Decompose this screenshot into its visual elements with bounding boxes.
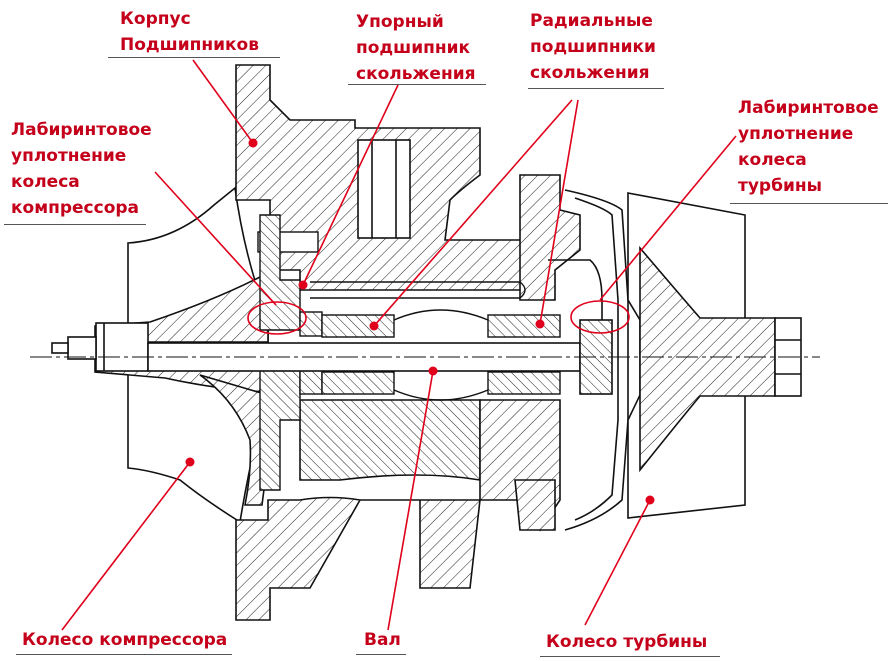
label-underline xyxy=(356,654,406,655)
compressor-seal-marker xyxy=(247,301,307,335)
label-turbine-seal: Лабиринтовое уплотнение колеса турбины xyxy=(738,98,879,196)
leader-radial-bearing-2 xyxy=(539,99,579,325)
leader-lines xyxy=(61,59,737,631)
leader-turbine-seal xyxy=(599,135,737,301)
label-turbine-wheel: Колесо турбины xyxy=(546,632,708,652)
turbine-seal-marker xyxy=(570,300,630,334)
leader-bearing-housing xyxy=(192,59,254,144)
leader-dots xyxy=(185,138,655,505)
label-underline xyxy=(528,88,664,89)
label-radial-bearings: Радиальные подшипники скольжения xyxy=(530,11,656,83)
leader-compressor-wheel xyxy=(61,461,191,631)
bearing-housing-section xyxy=(235,64,581,621)
label-underline xyxy=(4,224,146,225)
label-bearing-housing: Корпус Подшипников xyxy=(120,9,259,55)
compressor-nut xyxy=(51,322,149,372)
label-compressor-seal: Лабиринтовое уплотнение колеса компрессо… xyxy=(11,120,152,218)
label-shaft: Вал xyxy=(364,630,401,650)
label-thrust-bearing: Упорный подшипник скольжения xyxy=(356,12,476,84)
leader-thrust-bearing xyxy=(302,84,399,286)
leader-radial-bearing-1 xyxy=(373,99,573,327)
label-underline xyxy=(108,57,280,58)
leader-compressor-seal xyxy=(154,171,277,306)
label-underline xyxy=(730,203,888,204)
turbine-wheel-section xyxy=(627,192,802,519)
leader-shaft xyxy=(387,370,434,631)
label-underline xyxy=(540,656,720,657)
label-compressor-wheel: Колесо компрессора xyxy=(22,630,228,650)
leader-turbine-wheel xyxy=(584,499,651,626)
label-underline xyxy=(16,654,232,655)
label-underline xyxy=(348,84,486,85)
